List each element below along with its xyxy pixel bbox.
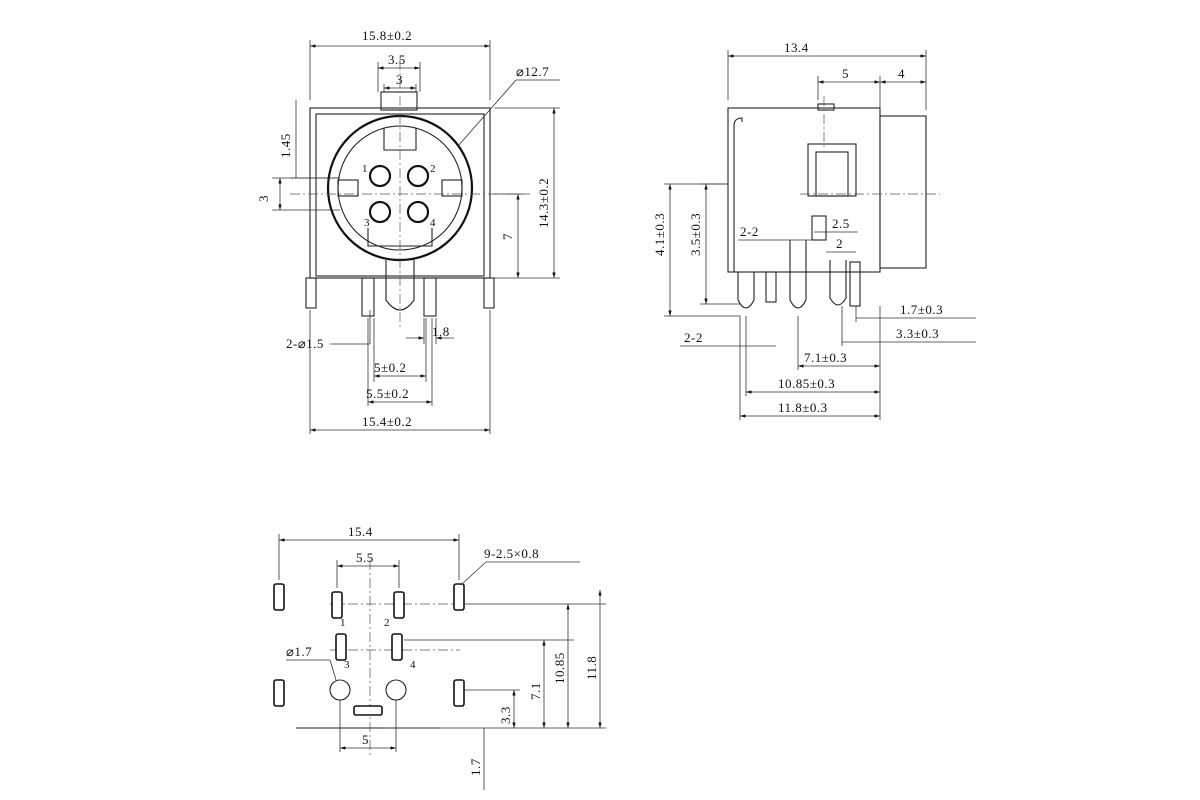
- side-front-lip: [879, 115, 927, 269]
- dim-pitch-55: 5.5±0.2: [366, 386, 409, 401]
- pcb-dim-71: 7.1: [528, 682, 543, 700]
- pin-label-3: 3: [364, 217, 370, 229]
- dim-diameter: ⌀12.7: [516, 64, 549, 79]
- dim-h35: 3.5±0.3: [688, 213, 703, 256]
- side-tab: [811, 215, 827, 241]
- pcb-dim-hole: ⌀1.7: [286, 644, 312, 659]
- pcb-view: 1 2 3 4 15.4 5.5 9-2.5×0.8 ⌀1.7 11.8 10.…: [273, 524, 606, 790]
- pcb-dim-17: 1.7: [468, 758, 483, 776]
- mount-hole-right: [385, 679, 407, 701]
- side-body: [727, 107, 881, 273]
- dim-d71: 7.1±0.3: [804, 350, 847, 365]
- side-pin-3: [829, 260, 847, 306]
- dim-3-vertical: 3: [256, 195, 271, 202]
- side-pin-4: [849, 261, 861, 307]
- dim-7: 7: [500, 233, 515, 240]
- dim-width-bottom: 15.4±0.2: [362, 414, 412, 429]
- label-22-bottom: 2-2: [684, 330, 703, 345]
- dim-d118: 11.8±0.3: [778, 400, 828, 415]
- dim-depth: 13.4: [784, 40, 809, 55]
- dim-height-total: 14.3±0.2: [536, 178, 551, 228]
- leg-right: [483, 277, 495, 309]
- pad-lug-bottom-left: [273, 679, 285, 707]
- pad-lug-top-right: [453, 583, 465, 611]
- dim-lug-hole: 2-⌀1.5: [286, 336, 324, 351]
- pin-label-4: 4: [430, 217, 436, 229]
- pcb-dim-spacing: 5.5: [356, 550, 374, 565]
- dim-d17: 1.7±0.3: [900, 302, 943, 317]
- side-view: 13.4 5 4 4.1±0.3 3.5±0.3 2-2 2.5 2 2-2: [652, 40, 976, 420]
- pin-hole-2: [406, 164, 430, 188]
- side-window-inner: [815, 151, 849, 197]
- pad-pin-4: [391, 633, 403, 661]
- dim-2: 2: [836, 236, 843, 251]
- pcb-pin-label-4: 4: [410, 659, 416, 671]
- top-clip: [817, 103, 835, 111]
- pin-leg-a: [361, 277, 375, 317]
- dim-width-top: 15.8±0.2: [362, 28, 412, 43]
- side-pin-1: [737, 272, 755, 309]
- pcb-dim-118: 11.8: [584, 656, 599, 680]
- pad-pin-1: [331, 591, 343, 619]
- pin-leg-b: [423, 277, 437, 317]
- pad-pin-3: [335, 633, 347, 661]
- dim-key-outer: 3.5: [388, 52, 406, 67]
- dim-pitch-5: 5±0.2: [374, 360, 406, 375]
- dim-d1085: 10.85±0.3: [778, 376, 835, 391]
- dim-side-5: 5: [842, 66, 849, 81]
- dim-side-4: 4: [898, 66, 905, 81]
- side-notch-right: [441, 179, 463, 197]
- dim-d33: 3.3±0.3: [896, 326, 939, 341]
- pcb-pin-label-3: 3: [344, 659, 350, 671]
- pin-label-1: 1: [362, 163, 368, 175]
- label-22-top: 2-2: [740, 224, 759, 239]
- dim-25: 2.5: [832, 216, 850, 231]
- pcb-pin-label-1: 1: [340, 617, 346, 629]
- top-key-tab: [380, 91, 418, 111]
- pin-hole-4: [406, 200, 430, 224]
- pad-ground: [353, 705, 383, 716]
- pad-pin-2: [393, 591, 405, 619]
- pcb-dim-1085: 10.85: [552, 652, 567, 684]
- leg-left: [305, 277, 317, 309]
- pad-lug-bottom-right: [453, 679, 465, 707]
- pcb-dim-width: 15.4: [348, 524, 373, 539]
- dim-height-145: 1.45: [278, 133, 293, 158]
- pad-lug-top-left: [273, 583, 285, 611]
- front-view: 1 2 3 4 15.8±0.2 3.5 3 ⌀12.7: [256, 28, 560, 434]
- pin-hole-1: [368, 164, 392, 188]
- center-pin-leg: [385, 260, 415, 311]
- pcb-dim-bottom-5: 5: [362, 732, 369, 747]
- pcb-pad-spec: 9-2.5×0.8: [484, 546, 539, 561]
- side-pin-2: [789, 240, 807, 309]
- mount-hole-left: [329, 679, 351, 701]
- pin-hole-3: [368, 200, 392, 224]
- pcb-dim-33: 3.3: [498, 706, 513, 724]
- pcb-pin-label-2: 2: [384, 617, 390, 629]
- pin-label-2: 2: [430, 163, 436, 175]
- dim-key-inner: 3: [396, 72, 403, 87]
- side-lug: [765, 271, 777, 303]
- dim-h41: 4.1±0.3: [652, 213, 667, 256]
- dim-pin-width: 1.8: [432, 324, 450, 339]
- side-notch-left: [337, 179, 359, 197]
- side-shield: [733, 117, 743, 272]
